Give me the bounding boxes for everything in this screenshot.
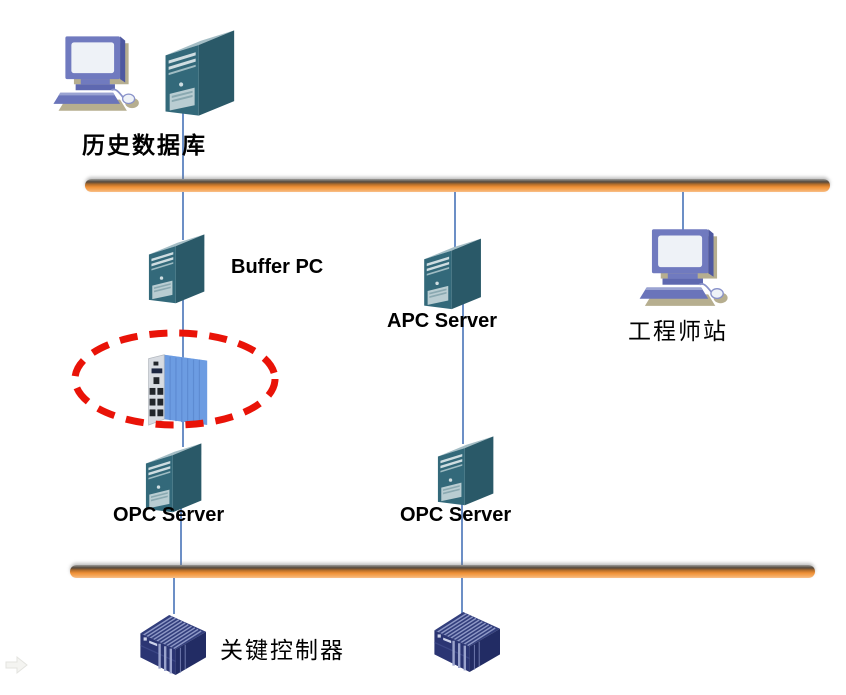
engineer-station-node xyxy=(636,224,733,312)
apc-server-label: APC Server xyxy=(387,310,498,332)
engineer-station-label: 工程师站 xyxy=(628,319,728,344)
controller-1-node xyxy=(134,607,214,679)
workstation-icon xyxy=(50,30,144,118)
buffer-pc-node xyxy=(142,226,218,310)
highlight-ellipse xyxy=(71,329,279,429)
controller-2-node xyxy=(428,604,508,676)
buffer-pc-label: Buffer PC xyxy=(231,256,324,278)
history-db-server xyxy=(157,20,251,124)
controller-icon xyxy=(428,604,508,676)
server-icon xyxy=(157,20,251,124)
history-db-label: 历史数据库 xyxy=(82,133,207,158)
apc-server-node xyxy=(417,230,495,316)
server-icon xyxy=(142,226,218,310)
workstation-icon xyxy=(636,224,733,312)
lower-network-bus xyxy=(70,565,815,578)
key-controller-label: 关键控制器 xyxy=(220,638,345,663)
server-icon xyxy=(417,230,495,316)
upper-network-bus xyxy=(85,179,830,192)
server-icon xyxy=(431,428,507,512)
opc-server-2-label: OPC Server xyxy=(400,504,512,526)
opc-server-2-node xyxy=(431,428,507,512)
controller-icon xyxy=(134,607,214,679)
nav-arrow-icon xyxy=(5,655,28,675)
history-db-workstation xyxy=(50,30,144,118)
opc-server-1-label: OPC Server xyxy=(113,504,225,526)
